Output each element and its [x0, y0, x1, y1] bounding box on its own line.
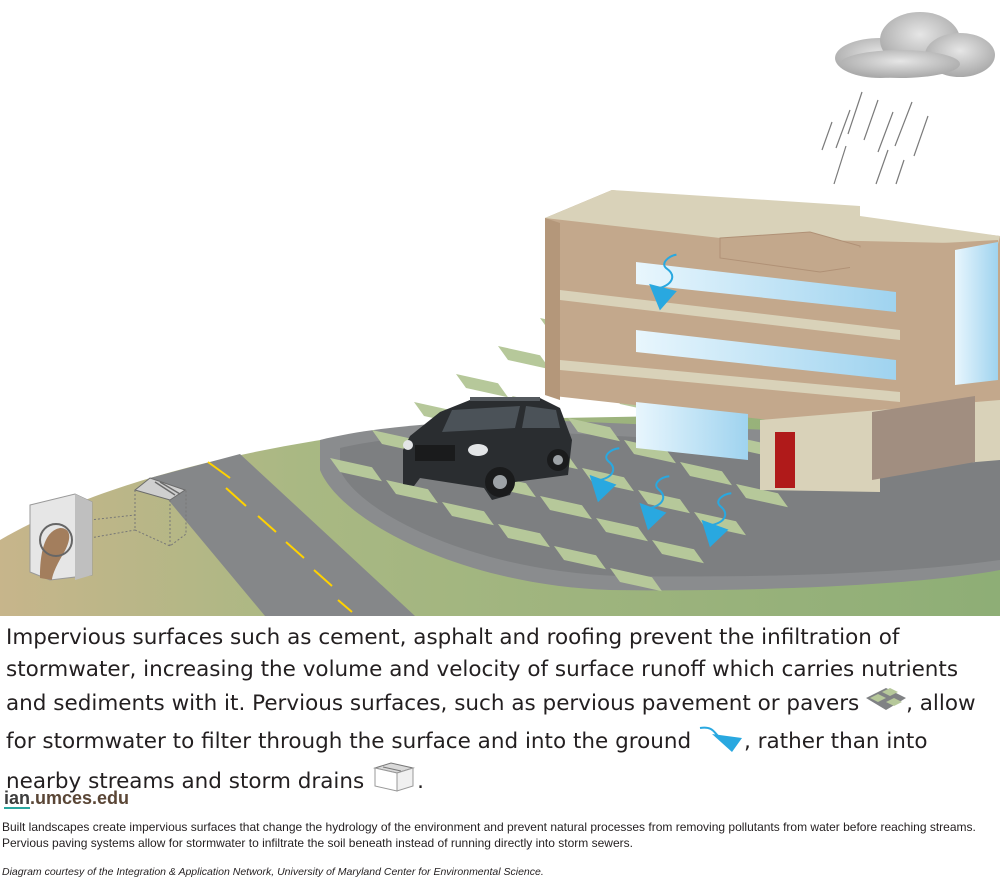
paver-cell	[652, 540, 704, 564]
logo-suffix: .umces.edu	[30, 788, 130, 808]
paver-cell	[680, 462, 732, 486]
main-description: Impervious surfaces such as cement, asph…	[6, 622, 996, 802]
water-arrow-inline-icon	[698, 722, 744, 762]
stormwater-scene	[0, 12, 1000, 616]
paver-cell	[330, 458, 382, 482]
logo-prefix: ian	[4, 788, 31, 808]
window	[636, 262, 896, 312]
door	[775, 432, 795, 488]
paver-cell	[442, 502, 494, 526]
paver-cell	[582, 468, 634, 492]
road	[150, 454, 415, 616]
paver-cell	[694, 512, 746, 536]
paver-cell	[568, 418, 620, 442]
paver-cell	[638, 490, 690, 514]
description-part2: , allow for stormwater to filter through…	[6, 691, 976, 754]
paver-cell	[596, 518, 648, 542]
caption: Built landscapes create impervious surfa…	[2, 820, 976, 850]
storm-drain-inline-icon	[371, 762, 417, 802]
paver-cell	[554, 546, 606, 570]
paver-cell	[456, 374, 508, 398]
cloud-icon	[835, 12, 995, 78]
paver-cell	[498, 524, 550, 548]
storm-drain-icon	[89, 477, 187, 547]
outfall-pipe-icon	[29, 493, 93, 581]
car-icon	[403, 397, 572, 500]
ian-logo[interactable]: ian.umces.edu	[4, 788, 129, 809]
building	[545, 190, 1000, 492]
paver-cell	[386, 480, 438, 504]
paver-icon	[866, 686, 907, 722]
rain-icon	[821, 91, 929, 185]
paver-cell	[498, 346, 550, 370]
paver-cell	[736, 484, 788, 508]
paver-cell	[610, 568, 662, 592]
description-part3: , rather than into nearby streams and st…	[6, 729, 928, 794]
credit: Diagram courtesy of the Integration & Ap…	[2, 866, 544, 878]
garage-door	[872, 396, 975, 480]
description-part1: Impervious surfaces such as cement, asph…	[6, 625, 959, 716]
paver-cell	[540, 496, 592, 520]
description-part4: .	[417, 769, 424, 794]
